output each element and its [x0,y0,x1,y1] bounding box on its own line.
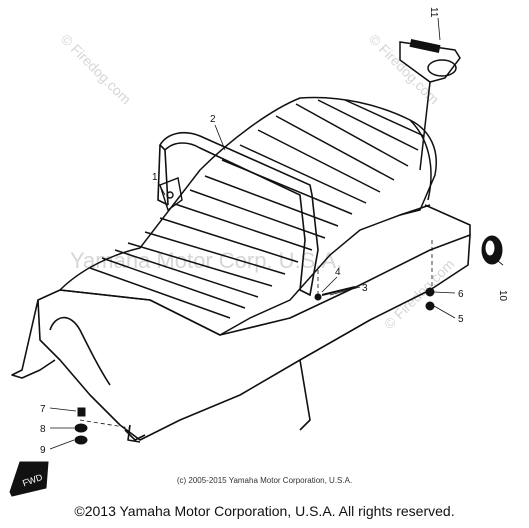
callout-2: 2 [210,114,216,125]
callout-7: 7 [40,404,46,415]
watermark-center: Yamaha Motor Corp. U.S.A. [70,248,342,273]
callout-9: 9 [40,445,46,456]
seat-bracket [159,177,183,212]
watermark-right: © Firedog.com [381,256,457,332]
watermark-top-left: © Firedog.com [58,31,134,107]
callout-3: 3 [362,283,368,294]
copyright-footer: ©2013 Yamaha Motor Corporation, U.S.A. A… [74,503,455,519]
callout-5: 5 [458,314,464,325]
seat-cushion [58,96,437,336]
emblem-badge [399,38,461,171]
callout-11: 11 [428,7,439,18]
small-credit-line: (c) 2005-2015 Yamaha Motor Corporation, … [176,476,353,485]
fastener-group-left [74,407,88,445]
callout-1: 1 [152,172,158,183]
callout-6: 6 [458,289,464,300]
fwd-arrow: FWD [9,461,49,497]
seat-shell [11,204,471,443]
callout-labels: 1 2 3 4 5 6 7 8 9 10 11 [40,7,508,456]
callout-4: 4 [335,267,341,278]
rubber-grommet [481,235,503,265]
fastener-group-right [314,286,435,311]
dashed-guides [79,240,433,429]
callout-8: 8 [40,424,46,435]
watermark-layer: © Firedog.com © Firedog.com Yamaha Motor… [58,31,457,332]
callout-10: 10 [497,290,508,302]
leader-lines [49,17,504,450]
